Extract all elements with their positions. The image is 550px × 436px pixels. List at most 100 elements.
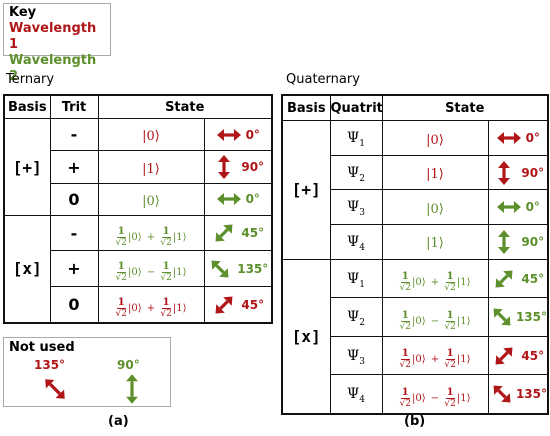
state-cell: |0⟩ (381, 189, 489, 226)
polarization-wrap: 90° (489, 229, 547, 255)
superposition-state: 1√2|0⟩ + 1√2|1⟩ (400, 271, 471, 294)
ket-1: |1⟩ (456, 354, 471, 366)
superposition-operator: + (430, 354, 440, 366)
quaternary-header-state: State (381, 94, 549, 122)
quaternary-header-quatrit: Quatrit (329, 94, 383, 122)
polarization-arrow-icon (493, 385, 510, 403)
psi-symbol: Ψ (346, 386, 360, 403)
caption-a: (a) (108, 414, 129, 429)
psi-subscript: 2 (359, 317, 365, 328)
legend-wavelength-2: Wavelength 2 (9, 53, 97, 84)
psi-subscript: 1 (359, 279, 365, 290)
basis-cell: [x] (3, 214, 51, 324)
frac-numerator: 1 (161, 261, 171, 274)
state-cell: 1√2|0⟩ − 1√2|1⟩ (97, 250, 205, 288)
psi-label: Ψ2 (347, 309, 365, 328)
polarization-arrow-icon (496, 201, 521, 214)
frac-numerator: 1 (400, 271, 410, 284)
digit-cell: - (49, 118, 99, 152)
digit-cell: Ψ1 (329, 258, 383, 299)
superposition-operator: + (430, 277, 440, 289)
basis-cell: [x] (281, 258, 331, 415)
not-used-arrow-135 (40, 374, 70, 404)
psi-label: Ψ3 (347, 199, 365, 218)
trit-symbol: - (70, 223, 78, 243)
polarization-cell: 0° (203, 118, 273, 152)
state-cell: |1⟩ (381, 154, 489, 191)
not-used-arrow-90 (116, 373, 148, 405)
ket-state: |0⟩ (142, 193, 160, 209)
psi-subscript: 3 (359, 356, 365, 367)
caption-b: (b) (404, 414, 426, 429)
polarization-wrap: 90° (489, 160, 547, 186)
superposition-operator: + (146, 303, 156, 315)
polarization-wrap: 45° (489, 343, 547, 369)
digit-cell: + (49, 150, 99, 184)
not-used-angle-135: 135° (34, 358, 66, 372)
basis-x: [x] (291, 326, 321, 346)
polarization-wrap: 0° (205, 122, 271, 148)
psi-symbol: Ψ (346, 270, 360, 287)
state-cell: 1√2|0⟩ − 1√2|1⟩ (381, 297, 489, 337)
table-row: Ψ3 |0⟩0° (282, 189, 549, 226)
angle-label: 45° (241, 226, 265, 241)
psi-symbol: Ψ (346, 347, 360, 364)
polarization-cell: 0° (203, 182, 273, 216)
ket-1: |1⟩ (456, 277, 471, 289)
table-row: [+]Ψ1|0⟩0° (281, 120, 549, 260)
ternary-table: Basis Trit State [+]-|0⟩0°+|1⟩90°0|0⟩0°[… (3, 94, 274, 324)
trit-symbol: 0 (68, 295, 80, 315)
frac-numerator: 1 (445, 386, 455, 399)
psi-subscript: 4 (359, 242, 365, 253)
superposition-state: 1√2|0⟩ + 1√2|1⟩ (399, 349, 471, 371)
polarization-cell: 90° (487, 224, 549, 260)
quaternary-title: Quaternary (286, 72, 360, 87)
polarization-wrap: 0° (205, 186, 271, 212)
polarization-wrap: 45° (489, 266, 547, 292)
frac-numerator: 1 (400, 386, 410, 399)
ternary-header-state: State (97, 94, 273, 120)
angle-label: 0° (245, 127, 260, 142)
state-cell: 1√2|0⟩ + 1√2|1⟩ (381, 335, 489, 376)
ket-state: |0⟩ (142, 129, 160, 145)
psi-subscript: 1 (359, 138, 365, 149)
angle-label: 135° (237, 261, 269, 276)
ket-1: |1⟩ (456, 392, 471, 404)
ternary-title: Ternary (6, 72, 55, 87)
ket-0: |0⟩ (127, 267, 142, 279)
frac-numerator: 1 (161, 225, 171, 238)
ket-state: |0⟩ (426, 132, 444, 148)
trit-symbol: 0 (68, 189, 80, 209)
frac-denominator: √2 (160, 273, 172, 284)
ket-1: |1⟩ (456, 315, 471, 327)
polarization-arrow-icon (495, 270, 513, 288)
state-cell: |1⟩ (381, 224, 489, 260)
angle-label: 45° (521, 348, 545, 363)
trit-symbol: + (67, 259, 81, 279)
superposition-state: 1√2|0⟩ + 1√2|1⟩ (116, 225, 187, 248)
polarization-wrap: 0° (489, 194, 547, 220)
state-cell: |0⟩ (97, 182, 205, 216)
angle-label: 0° (245, 192, 260, 207)
frac-denominator: √2 (399, 398, 411, 409)
superposition-operator: − (430, 392, 440, 404)
frac-numerator: 1 (116, 297, 126, 310)
superposition-state: 1√2|0⟩ + 1√2|1⟩ (116, 297, 187, 320)
digit-cell: Ψ3 (329, 189, 383, 226)
frac-denominator: √2 (399, 321, 411, 332)
table-row: 0 |0⟩ 0° (4, 182, 273, 216)
psi-label: Ψ1 (347, 130, 365, 149)
polarization-cell: 135° (487, 297, 549, 337)
psi-label: Ψ3 (346, 347, 365, 367)
digit-cell: 0 (49, 182, 99, 216)
polarization-wrap: 135° (489, 304, 547, 330)
ket-0: |0⟩ (411, 392, 426, 404)
table-row: Ψ4|1⟩90° (282, 224, 549, 260)
ket-0: |0⟩ (411, 277, 426, 289)
polarization-arrow-icon (218, 155, 231, 179)
table-row: +1√2|0⟩ − 1√2|1⟩135° (4, 250, 273, 288)
digit-cell: Ψ3 (329, 335, 383, 376)
frac-denominator: √2 (399, 360, 411, 371)
